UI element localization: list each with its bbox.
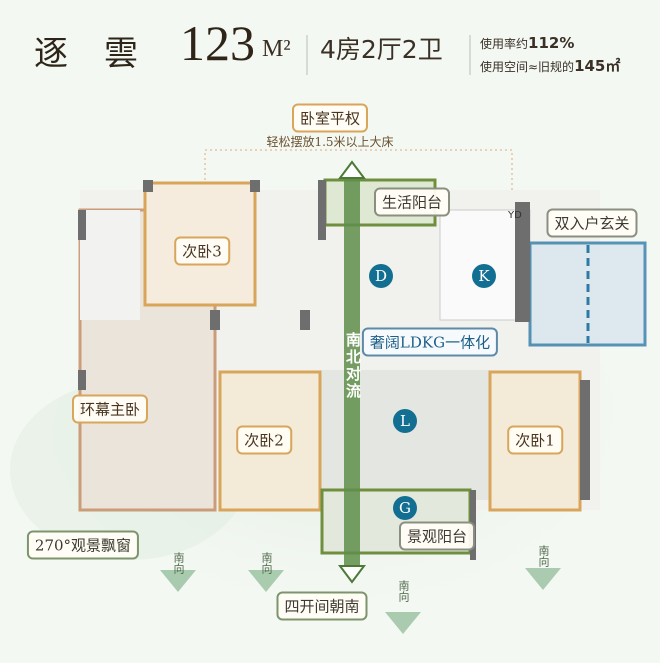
room-label-bedroom2: 次卧2: [236, 425, 292, 455]
area-number: 123: [180, 15, 255, 71]
project-name-char1: 逐: [34, 34, 68, 74]
garden-marker: G: [393, 496, 417, 520]
living-marker: L: [393, 409, 417, 433]
north-south-arrow: [338, 160, 366, 584]
layout-text: 4房2厅2卫: [320, 35, 443, 64]
kitchen-marker: K: [472, 264, 496, 288]
view-balcony-callout: 景观阳台: [398, 521, 476, 551]
ldkg-callout: 奢阔LDKG一体化: [361, 327, 499, 357]
double-entrance-callout: 双入户玄关: [546, 208, 638, 238]
bedroom-equal-callout: 卧室平权: [291, 103, 369, 133]
south-label: 南向: [172, 552, 185, 574]
space-label: 使用空间≈旧规的: [480, 60, 575, 74]
north-south-label: 南北对流: [344, 332, 362, 400]
south-arrows: [160, 568, 561, 634]
usage-rate: 使用率约112%: [480, 34, 574, 52]
south-label: 南向: [537, 545, 550, 567]
area-unit: M²: [262, 36, 291, 62]
bay-window-callout: 270°观景飘窗: [26, 530, 140, 560]
room-label-bedroom3: 次卧3: [174, 236, 230, 266]
usage-rate-label: 使用率约: [480, 37, 529, 51]
space-value: 145㎡: [574, 57, 621, 75]
yd-label: YD: [508, 210, 522, 221]
space-ratio: 使用空间≈旧规的145㎡: [480, 55, 620, 76]
project-name-char2: 雲: [104, 34, 138, 74]
room-label-master: 环幕主卧: [71, 394, 149, 424]
south-label: 南向: [397, 580, 410, 602]
usage-rate-value: 112%: [528, 34, 575, 52]
south-label: 南向: [260, 552, 273, 574]
utility-balcony-callout: 生活阳台: [373, 187, 451, 217]
four-south-callout: 四开间朝南: [276, 591, 368, 621]
dining-marker: D: [369, 264, 393, 288]
bedroom-note: 轻松摆放1.5米以上大床: [266, 135, 394, 149]
room-label-bedroom1: 次卧1: [507, 425, 563, 455]
